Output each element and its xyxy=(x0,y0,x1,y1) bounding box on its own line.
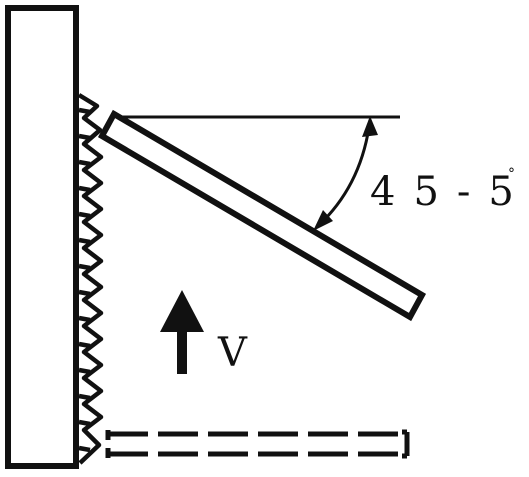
velocity-arrow-shaft xyxy=(177,330,187,374)
angle-arrowhead-bottom xyxy=(313,210,333,231)
angle-arrowhead-top xyxy=(362,116,378,137)
velocity-arrowhead xyxy=(160,290,204,332)
weld-bead xyxy=(77,93,104,465)
horizontal-plate-dashed xyxy=(105,429,410,459)
angle-label: 45-50 xyxy=(370,169,529,215)
angle-arc xyxy=(313,116,378,231)
vertical-plate xyxy=(5,5,79,469)
velocity-arrow xyxy=(160,290,204,374)
degree-symbol: ° xyxy=(508,166,515,182)
electrode-rod xyxy=(97,109,427,322)
velocity-label: V xyxy=(217,330,248,376)
